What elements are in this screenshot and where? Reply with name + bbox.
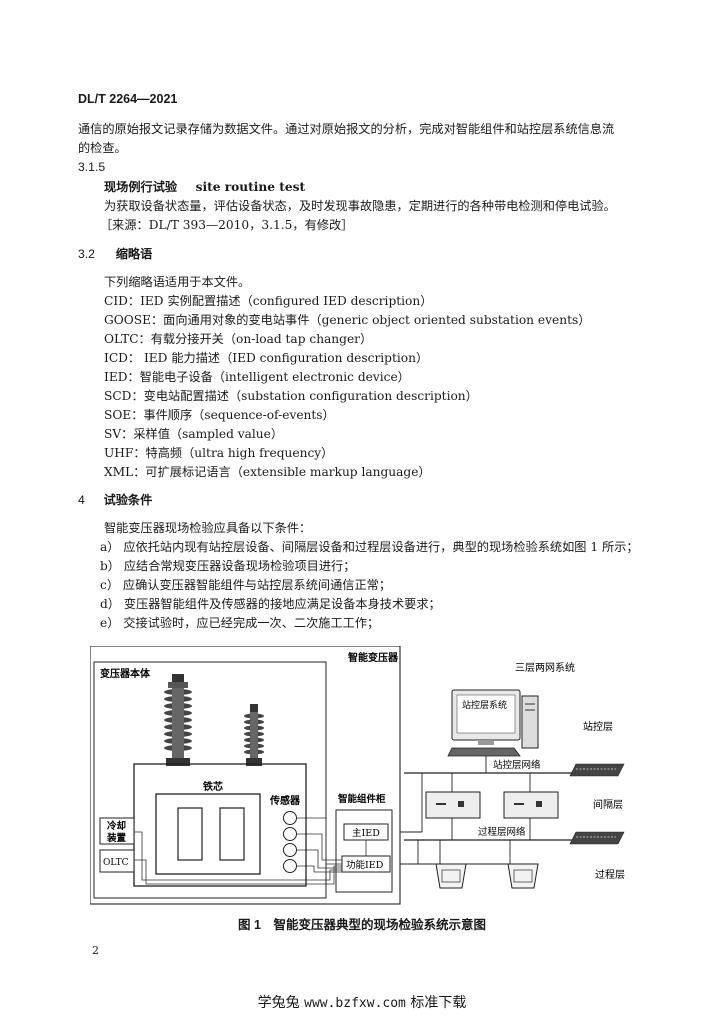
abbrev-item: IED：智能电子设备（intelligent electronic device… <box>104 370 410 384</box>
bushing-large <box>164 674 192 766</box>
process-layer-label: 过程层 <box>595 868 625 881</box>
transformer-body-label: 变压器本体 <box>100 667 151 680</box>
abbrev-item: SCD：变电站配置描述（substation configuration des… <box>104 389 478 403</box>
station-computer: 站控层系统 <box>447 689 539 757</box>
sensor-icon <box>283 827 297 841</box>
cooling-label-2: 装置 <box>106 832 127 844</box>
process-network-label: 过程层网络 <box>478 826 526 838</box>
figure-caption: 图 1 智能变压器典型的现场检验系统示意图 <box>238 918 486 932</box>
bay-device-icon <box>503 791 559 819</box>
section-4-heading: 4 试验条件 <box>78 490 152 508</box>
condition-item: a） 应依托站内现有站控层设备、间隔层设备和过程层设备进行，典型的现场检验系统如… <box>100 540 639 554</box>
section-3-2-heading: 3.2 缩略语 <box>78 244 152 262</box>
smart-component-cabinet <box>335 809 393 893</box>
process-switch-icon <box>569 831 625 845</box>
bay-layer-label: 间隔层 <box>593 798 623 811</box>
term-cn: 现场例行试验 <box>104 180 178 194</box>
term-heading: 现场例行试验 site routine test <box>104 178 305 197</box>
term-en: site routine test <box>195 180 306 194</box>
intro-line-2: 的检查。 <box>78 141 127 155</box>
watermark-suffix: 标准下载 <box>410 995 467 1011</box>
watermark-footer: 学兔兔 www.bzfxw.com 标准下载 <box>0 992 724 1012</box>
core-frame <box>155 793 261 875</box>
oltc-box <box>99 849 135 873</box>
condition-item: b） 应结合常规变压器设备现场检验项目进行； <box>100 559 356 573</box>
network-links <box>400 756 531 865</box>
process-device-icon <box>507 863 539 889</box>
section-4-title: 试验条件 <box>103 493 153 507</box>
network-title: 三层两网系统 <box>515 661 575 674</box>
abbrev-intro: 下列缩略语适用于本文件。 <box>104 275 251 289</box>
abbrev-item: OLTC：有载分接开关（on-load tap changer） <box>104 332 373 346</box>
internal-wiring <box>134 817 367 885</box>
core-window-left <box>177 807 203 861</box>
term-definition: 为获取设备状态量，评估设备状态，及时发现事故隐患，定期进行的各种带电检测和停电试… <box>104 199 616 213</box>
standard-number: DL/T 2264—2021 <box>78 92 178 106</box>
sensor-label: 传感器 <box>269 794 301 807</box>
station-switch-icon <box>569 763 625 777</box>
condition-item: c） 应确认变压器智能组件与站控层系统间通信正常； <box>100 578 392 592</box>
abbrev-item: UHF：特高频（ultra high frequency） <box>104 446 334 460</box>
smart-transformer-label: 智能变压器 <box>348 651 399 664</box>
station-system-label: 站控层系统 <box>462 699 507 711</box>
sensor-icon <box>283 843 297 857</box>
sensor-icon <box>283 859 297 873</box>
watermark-prefix: 学兔兔 <box>257 995 300 1011</box>
watermark-url[interactable]: www.bzfxw.com <box>304 996 406 1011</box>
section-3-1-5-number: 3.1.5 <box>78 160 106 174</box>
conditions-intro: 智能变压器现场检验应具备以下条件： <box>104 521 312 535</box>
process-device-icon <box>435 863 467 889</box>
station-layer-label: 站控层 <box>583 720 613 733</box>
section-3-2-number: 3.2 <box>78 247 95 261</box>
abbrev-item: XML：可扩展标记语言（extensible markup language） <box>104 465 431 479</box>
sensor-icon <box>283 811 297 825</box>
section-4-number: 4 <box>78 493 85 507</box>
bay-device-icon <box>425 791 481 819</box>
station-network-label: 站控层网络 <box>493 759 541 771</box>
bushing-small <box>244 704 264 766</box>
abbrev-item: ICD： IED 能力描述（IED configuration descript… <box>104 351 429 365</box>
cabinet-label: 智能组件柜 <box>338 793 386 805</box>
figure-1-diagram: 智能变压器 变压器本体 铁芯 传感器 <box>90 646 625 905</box>
smart-transformer-box <box>90 646 401 905</box>
oltc-label: OLTC <box>103 858 129 868</box>
core-label: 铁芯 <box>203 780 223 793</box>
abbrev-item: GOOSE：面向通用对象的变电站事件（generic object orient… <box>104 313 591 327</box>
cooling-device-box <box>99 817 135 845</box>
abbrev-item: SV：采样值（sampled value） <box>104 427 284 441</box>
abbrev-item: CID：IED 实例配置描述（configured IED descriptio… <box>104 294 433 308</box>
intro-line-1: 通信的原始报文记录存储为数据文件。通过对原始报文的分析，完成对智能组件和站控层系… <box>78 122 615 136</box>
page-number: 2 <box>92 944 99 957</box>
section-3-2-title: 缩略语 <box>115 247 153 261</box>
condition-item: e） 交接试验时，应已经完成一次、二次施工工作； <box>100 616 380 630</box>
core-window-right <box>219 807 245 861</box>
term-source: ［来源：DL/T 393—2010，3.1.5，有修改］ <box>100 218 354 232</box>
cooling-label-1: 冷却 <box>107 820 126 832</box>
condition-item: d） 变压器智能组件及传感器的接地应满足设备本身技术要求； <box>100 597 441 611</box>
main-ied-label: 主IED <box>352 827 380 839</box>
abbrev-item: SOE：事件顺序（sequence-of-events） <box>104 408 335 422</box>
transformer-body-box <box>93 661 327 899</box>
func-ied-label: 功能IED <box>346 859 384 871</box>
